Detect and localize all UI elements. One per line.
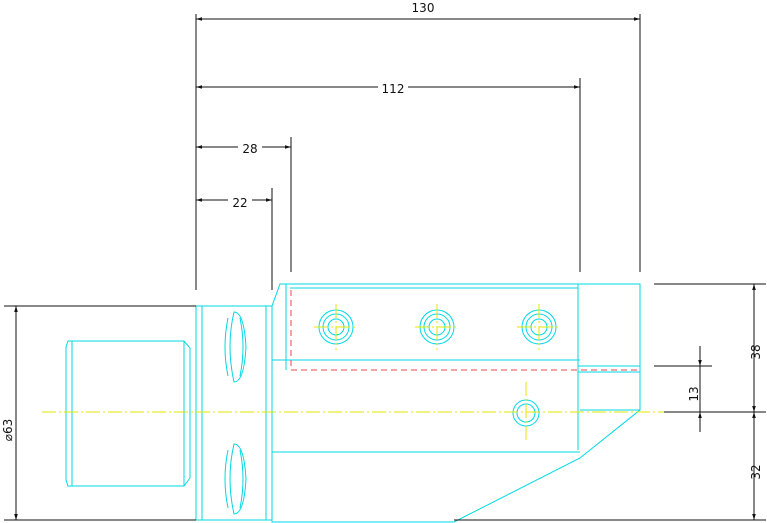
part-outline [65, 283, 641, 523]
tool-body [271, 283, 641, 523]
dim-body-length: 112 [196, 82, 580, 96]
dim-28: 28 [196, 142, 291, 156]
dim-shank-diameter: ⌀63 [1, 306, 18, 520]
clamp-screw-3 [517, 304, 561, 350]
shank [65, 340, 191, 487]
dim-label-38: 38 [749, 344, 763, 359]
dim-overall-length: 130 [196, 1, 640, 21]
dim-label-13: 13 [687, 386, 701, 401]
dim-13: 13 [687, 346, 702, 432]
clamp-screw-2 [415, 304, 459, 350]
dim-label-22: 22 [232, 196, 247, 210]
flange-slot-bottom [224, 443, 247, 515]
dim-label-28: 28 [242, 142, 257, 156]
dim-label-32: 32 [749, 464, 763, 479]
flange [195, 305, 273, 521]
dim-label-112: 112 [382, 82, 405, 96]
hidden-edge [290, 290, 640, 371]
dim-label-130: 130 [412, 1, 435, 15]
dim-22: 22 [196, 196, 272, 210]
dim-38: 38 [749, 284, 763, 412]
flange-slot-top [224, 311, 247, 383]
clamp-screw-1 [314, 304, 358, 350]
dim-32: 32 [749, 412, 763, 520]
dim-label-diameter: ⌀63 [1, 419, 15, 442]
